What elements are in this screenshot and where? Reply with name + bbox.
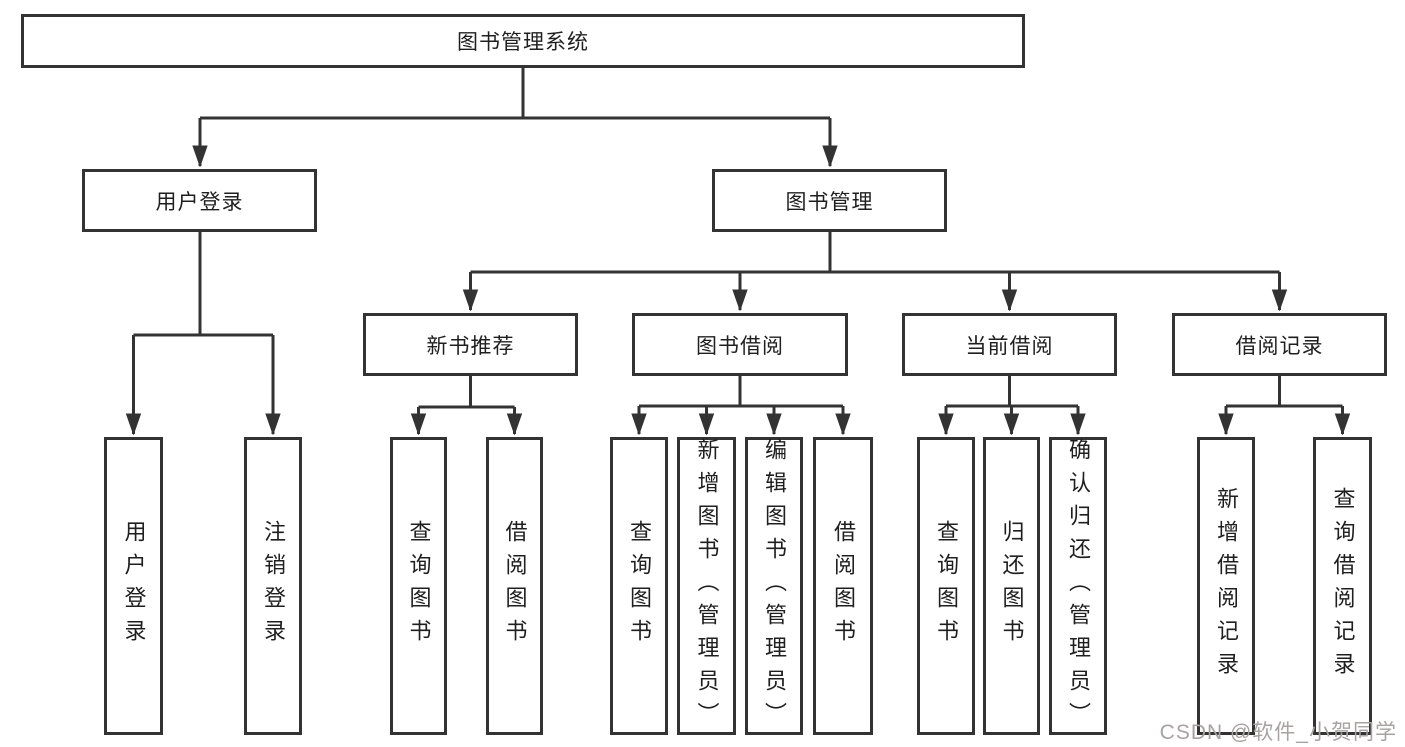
node-label: 新增图书（管理员） [694,437,720,735]
node-label: 编辑图书（管理员） [762,437,787,735]
node-label: 用户登录 [121,520,147,652]
leaf-query-borrow-record: 查询借阅记录 [1313,437,1372,735]
leaf-query-books-current: 查询图书 [917,437,975,735]
node-label: 查询借阅记录 [1330,487,1356,685]
node-label: 借阅图书 [502,520,528,652]
node-label: 新增借阅记录 [1214,487,1239,685]
leaf-borrow-books: 借阅图书 [813,437,873,735]
leaf-edit-books-admin: 编辑图书（管理员） [745,437,803,735]
leaf-query-books-borrow: 查询图书 [610,437,668,735]
node-label: 图书管理系统 [457,31,589,54]
leaf-borrow-books-recommend: 借阅图书 [486,437,543,735]
leaf-logout: 注销登录 [244,437,302,735]
node-label: 当前借阅 [965,334,1054,358]
node-label: 图书借阅 [696,334,784,358]
node-book-management: 图书管理 [712,169,947,232]
node-library-management-system: 图书管理系统 [21,14,1025,68]
leaf-add-borrow-record: 新增借阅记录 [1197,437,1255,735]
node-label: 借阅记录 [1235,334,1324,358]
leaf-user-login: 用户登录 [104,437,163,735]
leaf-query-books-recommend: 查询图书 [390,437,447,735]
leaf-return-books: 归还图书 [983,437,1040,735]
leaf-confirm-return-admin: 确认归还（管理员） [1049,437,1107,735]
node-label: 确认归还（管理员） [1066,437,1091,735]
leaf-add-books-admin: 新增图书（管理员） [677,437,736,735]
node-borrow-records: 借阅记录 [1172,313,1387,376]
node-label: 图书管理 [785,190,874,214]
node-label: 查询图书 [406,520,432,652]
node-label: 借阅图书 [831,520,856,652]
node-label: 查询图书 [934,520,959,652]
node-label: 用户登录 [155,190,244,214]
node-new-book-recommend: 新书推荐 [363,313,578,376]
node-label: 注销登录 [261,520,286,652]
node-label: 查询图书 [627,520,652,652]
node-label: 归还图书 [999,520,1025,652]
node-user-login: 用户登录 [82,169,317,232]
node-current-borrow: 当前借阅 [902,313,1117,376]
node-book-borrow: 图书借阅 [632,313,848,376]
node-label: 新书推荐 [426,334,515,358]
